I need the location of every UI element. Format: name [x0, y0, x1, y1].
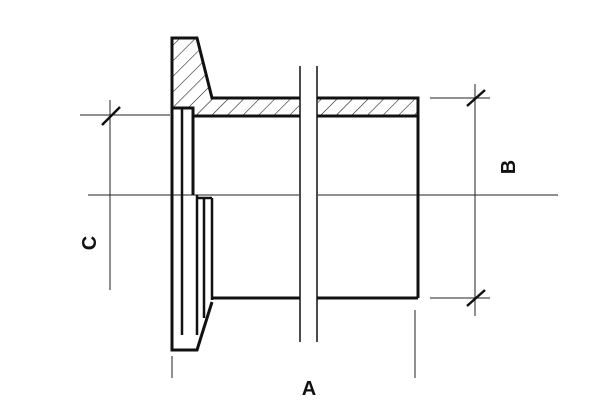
dimension-c-label: C — [79, 236, 101, 250]
dimension-a — [171, 310, 416, 378]
flange-inner-step-upper — [182, 106, 195, 195]
dimension-a-label: A — [302, 378, 316, 400]
flange-inner-step-lower — [195, 195, 214, 335]
flange-outline — [170, 108, 214, 352]
dimension-b — [430, 84, 490, 316]
section-hatched-wall — [170, 36, 420, 118]
dimension-b-label: B — [498, 160, 520, 174]
break-gap — [299, 60, 318, 342]
dimension-c — [80, 100, 170, 290]
